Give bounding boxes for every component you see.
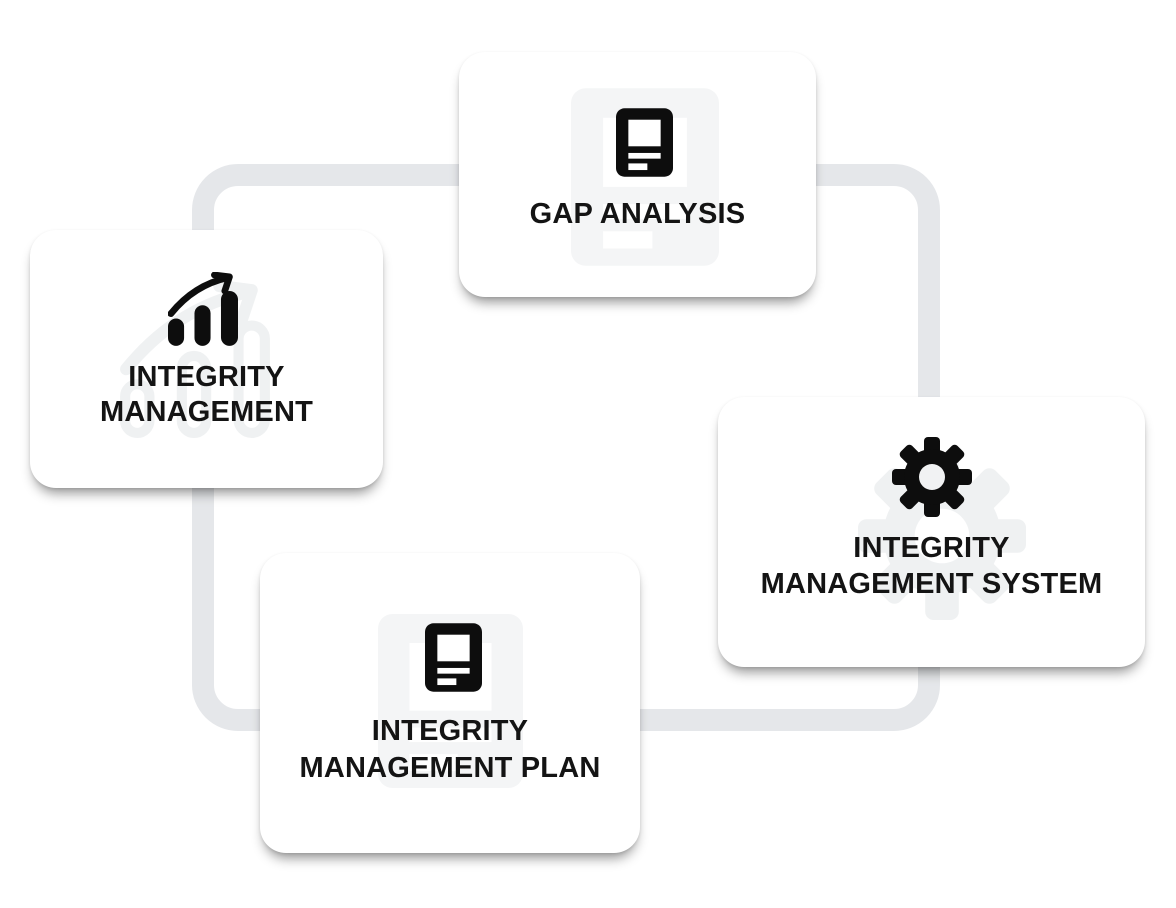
label-line: MANAGEMENT [99, 396, 314, 428]
card-integrity-management-system: INTEGRITY MANAGEMENT SYSTEM [718, 397, 1145, 667]
label-line: INTEGRITY [128, 361, 285, 393]
label-line: INTEGRITY [853, 532, 1010, 564]
card-title-gap-analysis: GAP ANALYSIS [459, 196, 816, 232]
document-icon [425, 623, 482, 692]
label-line: MANAGEMENT PLAN [299, 752, 601, 784]
label-line: INTEGRITY [371, 715, 529, 747]
card-title-integrity-management: INTEGRITY MANAGEMENT [30, 360, 383, 430]
gear-icon [892, 437, 972, 517]
card-title-integrity-management-system: INTEGRITY MANAGEMENT SYSTEM [718, 530, 1145, 602]
document-icon [616, 108, 673, 177]
card-integrity-management: INTEGRITY MANAGEMENT [30, 230, 383, 488]
label-line: MANAGEMENT SYSTEM [760, 568, 1103, 600]
card-gap-analysis: GAP ANALYSIS [459, 52, 816, 297]
card-title-integrity-management-plan: INTEGRITY MANAGEMENT PLAN [260, 713, 640, 787]
card-integrity-management-plan: INTEGRITY MANAGEMENT PLAN [260, 553, 640, 853]
bar-chart-growth-icon [168, 272, 238, 346]
label-line: GAP ANALYSIS [529, 198, 746, 230]
